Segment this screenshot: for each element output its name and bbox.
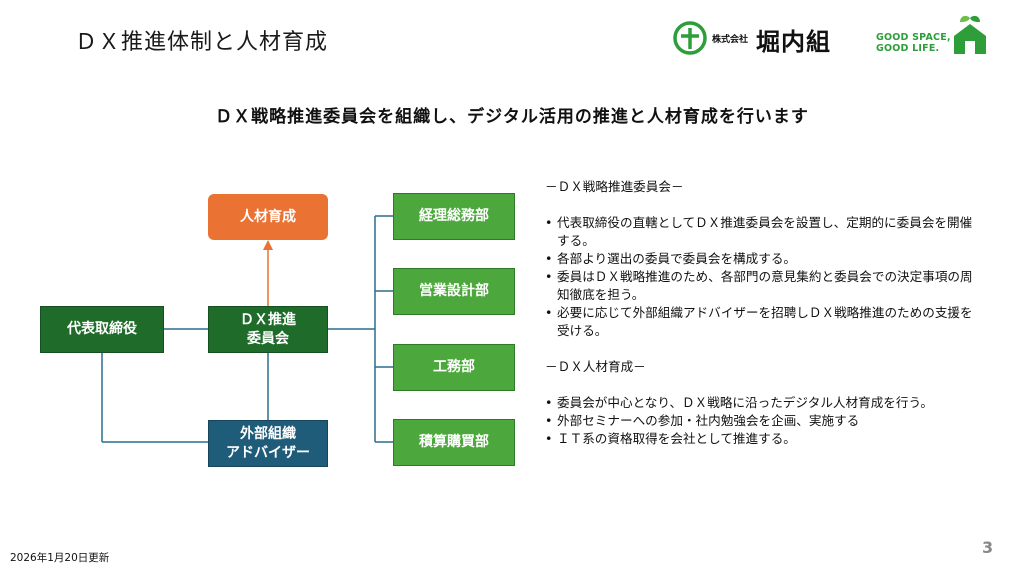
logo-company-small: 株式会社 [712,35,749,45]
house-leaf-icon [954,15,986,54]
section2-title: －ＤＸ人材育成－ [545,359,646,374]
slogan-logo: GOOD SPACE, GOOD LIFE. [876,14,996,58]
subtitle: ＤＸ戦略推進委員会を組織し、デジタル活用の推進と人材育成を行います [215,107,809,127]
node-talent-development: 人材育成 [208,194,328,240]
node-dept-estimating: 積算購買部 [393,419,515,466]
section2-item: 外部セミナーへの参加・社内勉強会を企画、実施する [545,412,975,430]
section2-item: 委員会が中心となり、ＤＸ戦略に沿ったデジタル人材育成を行う。 [545,394,975,412]
node-external-advisor: 外部組織 アドバイザー [208,420,328,467]
section1-item: 必要に応じて外部組織アドバイザーを招聘しＤＸ戦略推進のための支援を受ける。 [545,304,975,340]
node-dx-committee: ＤＸ推進 委員会 [208,306,328,353]
description-panel: －ＤＸ戦略推進委員会－ 代表取締役の直轄としてＤＸ推進委員会を設置し、定期的に委… [545,178,975,448]
section1-item: 委員はＤＸ戦略推進のため、各部門の意見集約と委員会での決定事項の周知徹底を担う。 [545,268,975,304]
node-dept-sales-design: 営業設計部 [393,268,515,315]
slogan-text: GOOD SPACE, GOOD LIFE. [876,32,951,54]
connector-committee-talent [263,240,273,306]
company-mark-icon [673,21,707,55]
company-logo: 株式会社 堀内組 [672,18,852,58]
page-title: ＤＸ推進体制と人材育成 [75,30,329,55]
node-dept-accounting: 経理総務部 [393,193,515,240]
node-executive: 代表取締役 [40,306,164,353]
update-date: 2026年1月20日更新 [10,552,110,564]
section2-item: ＩＴ系の資格取得を会社として推進する。 [545,430,975,448]
node-dept-construction: 工務部 [393,344,515,391]
page-number: 3 [982,538,994,557]
section1-item: 各部より選出の委員で委員会を構成する。 [545,250,975,268]
section1-title: －ＤＸ戦略推進委員会－ [545,179,684,194]
section1-item: 代表取締役の直轄としてＤＸ推進委員会を設置し、定期的に委員会を開催する。 [545,214,975,250]
logo-company-name: 堀内組 [756,28,831,56]
